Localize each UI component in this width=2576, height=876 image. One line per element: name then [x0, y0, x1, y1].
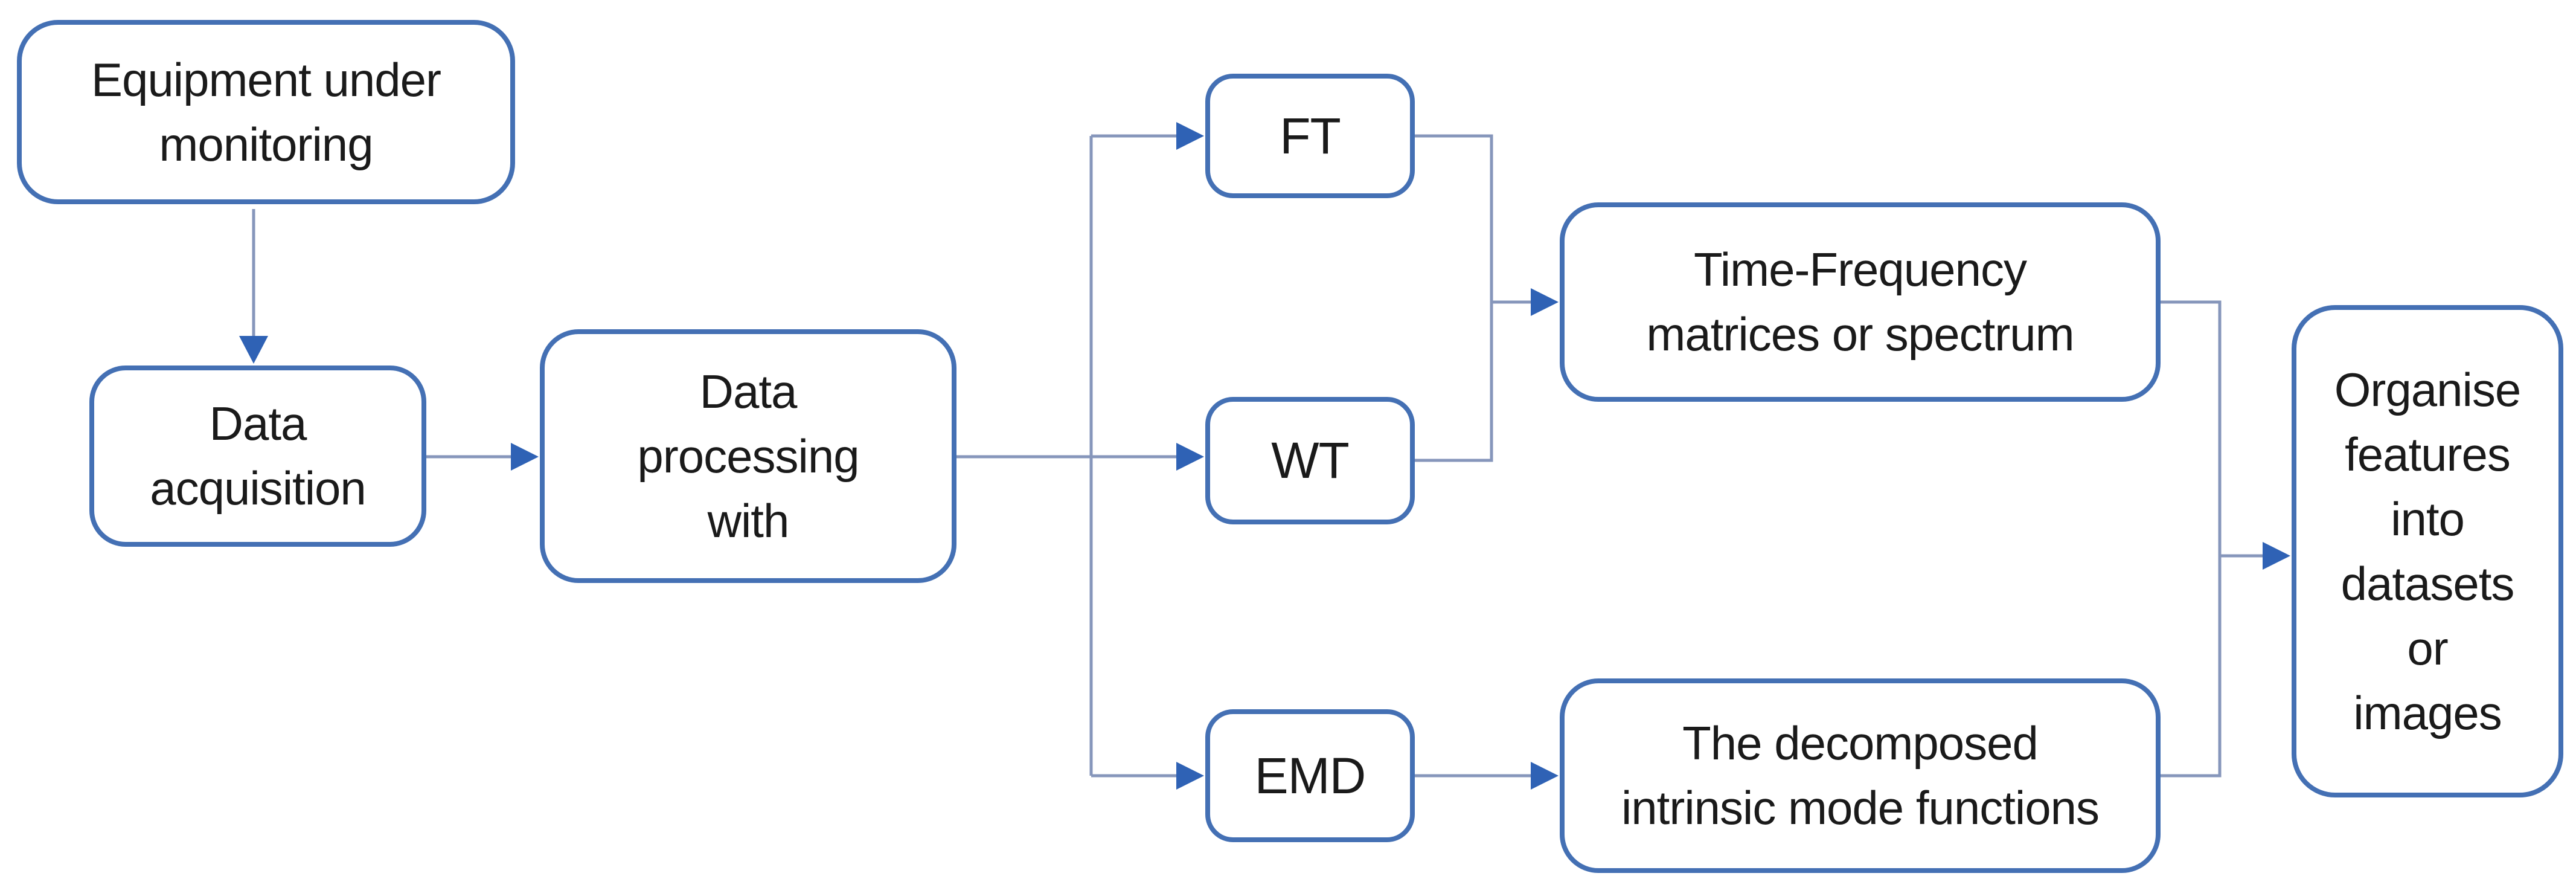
merge-ft-wt-line	[1415, 134, 1493, 462]
connector-branch-to-ft	[1091, 122, 1204, 150]
node-ft: FT	[1205, 74, 1415, 198]
node-label: FT	[1280, 107, 1341, 164]
connector-acquisition-to-processing	[426, 443, 539, 471]
node-emd: EMD	[1205, 709, 1415, 842]
node-wt: WT	[1205, 397, 1415, 524]
connector-equipment-to-acquisition	[239, 209, 268, 364]
merge-tf-decomposed-line	[2161, 300, 2222, 778]
node-label: EMD	[1254, 747, 1366, 804]
connector-merge-to-organise	[2220, 542, 2290, 570]
connector-branch-to-emd	[1091, 762, 1204, 790]
connector-emd-to-decomposed	[1415, 762, 1559, 790]
connector-processing-to-wt	[956, 443, 1204, 471]
node-label: WT	[1271, 432, 1350, 489]
connector-merge-to-tf	[1491, 288, 1559, 316]
